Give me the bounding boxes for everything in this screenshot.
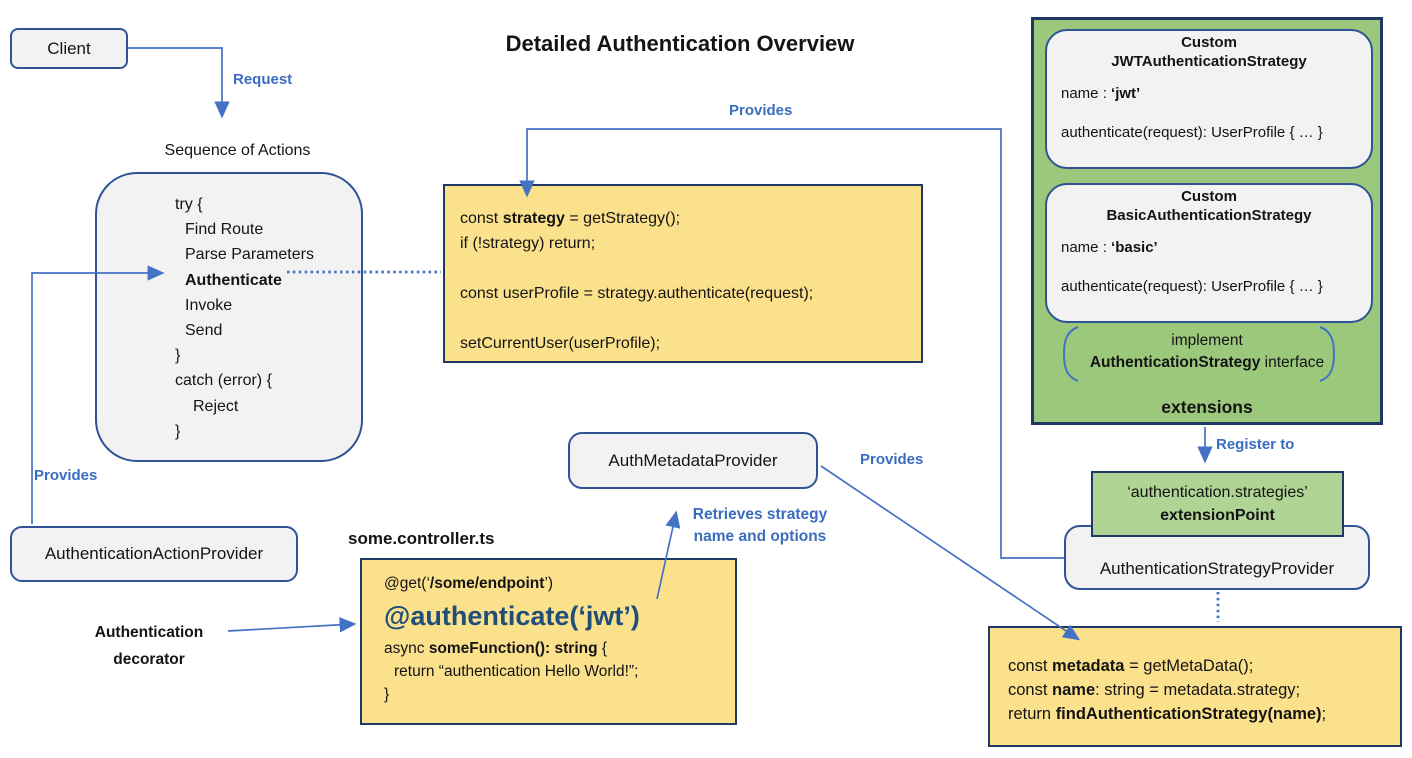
sequence-title: Sequence of Actions (164, 142, 311, 159)
controller-code-box: @get(‘/some/endpoint’) @authenticate(‘jw… (360, 558, 737, 725)
auth-metadata-provider-label: AuthMetadataProvider (608, 450, 778, 470)
basic-strategy-authenticate: authenticate(request): UserProfile { … } (1061, 278, 1323, 295)
authentication-decorator-note: Authentication decorator (73, 619, 225, 673)
provides-mid-label: Provides (860, 451, 924, 468)
strategy-code-box: const strategy = getStrategy();if (!stra… (443, 184, 923, 363)
implement-line-2: AuthenticationStrategy interface (1089, 354, 1325, 371)
jwt-strategy-authenticate: authenticate(request): UserProfile { … } (1061, 124, 1323, 141)
jwt-strategy-title-1: Custom (1181, 34, 1237, 51)
register-to-label: Register to (1216, 436, 1295, 453)
arrow-decoratorlabel-to-authenticate (227, 617, 357, 633)
decorator-line-2: decorator (113, 651, 185, 668)
extension-point-label: extensionPoint (1160, 507, 1275, 524)
basic-strategy-title-1: Custom (1181, 188, 1237, 205)
decorator-line-1: Authentication (94, 624, 204, 641)
controller-return-statement: return “authentication Hello World!”; (394, 663, 639, 680)
implement-interface-note: implement AuthenticationStrategy interfa… (1034, 330, 1380, 374)
authentication-action-provider-box: AuthenticationActionProvider (10, 526, 298, 582)
basic-strategy-name: name : ‘basic’ (1061, 239, 1158, 256)
extension-point-key: ‘authentication.strategies’ (1127, 484, 1308, 501)
jwt-strategy-title-2: JWTAuthenticationStrategy (1111, 53, 1307, 70)
extension-point-box: ‘authentication.strategies’ extensionPoi… (1091, 471, 1344, 537)
client-box: Client (10, 28, 128, 69)
basic-strategy-box: Custom BasicAuthenticationStrategy name … (1045, 183, 1373, 323)
controller-authenticate-decorator: @authenticate(‘jwt’) (384, 601, 640, 631)
provides-left-label: Provides (34, 467, 98, 484)
provides-top-label: Provides (729, 102, 793, 119)
controller-function-signature: async someFunction(): string { (384, 640, 608, 657)
client-label: Client (47, 38, 91, 58)
retrieves-line-1: Retrieves strategy (692, 506, 828, 523)
arrow-authmetadata-provides-providercode (820, 465, 1081, 641)
implement-line-1: implement (1171, 332, 1243, 349)
retrieves-strategy-note: Retrieves strategy name and options (685, 504, 835, 547)
authentication-strategy-provider-label: AuthenticationStrategyProvider (1099, 559, 1335, 578)
extensions-panel: Custom JWTAuthenticationStrategy name : … (1031, 17, 1383, 425)
controller-get-decorator: @get(‘/some/endpoint’) (384, 575, 554, 592)
arrow-client-to-sequence (128, 47, 230, 119)
authentication-action-provider-label: AuthenticationActionProvider (44, 544, 264, 563)
controller-filename: some.controller.ts (348, 529, 495, 548)
retrieves-line-2: name and options (693, 527, 827, 545)
jwt-strategy-box: Custom JWTAuthenticationStrategy name : … (1045, 29, 1373, 169)
request-label: Request (233, 71, 293, 88)
page-title: Detailed Authentication Overview (505, 31, 855, 56)
basic-strategy-title-2: BasicAuthenticationStrategy (1106, 207, 1312, 224)
extensions-label: extensions (1161, 397, 1253, 417)
controller-closing-brace: } (384, 686, 390, 703)
jwt-strategy-name: name : ‘jwt’ (1061, 85, 1141, 102)
auth-metadata-provider-box: AuthMetadataProvider (568, 432, 818, 489)
provider-code-box: const metadata = getMetaData();const nam… (988, 626, 1402, 747)
